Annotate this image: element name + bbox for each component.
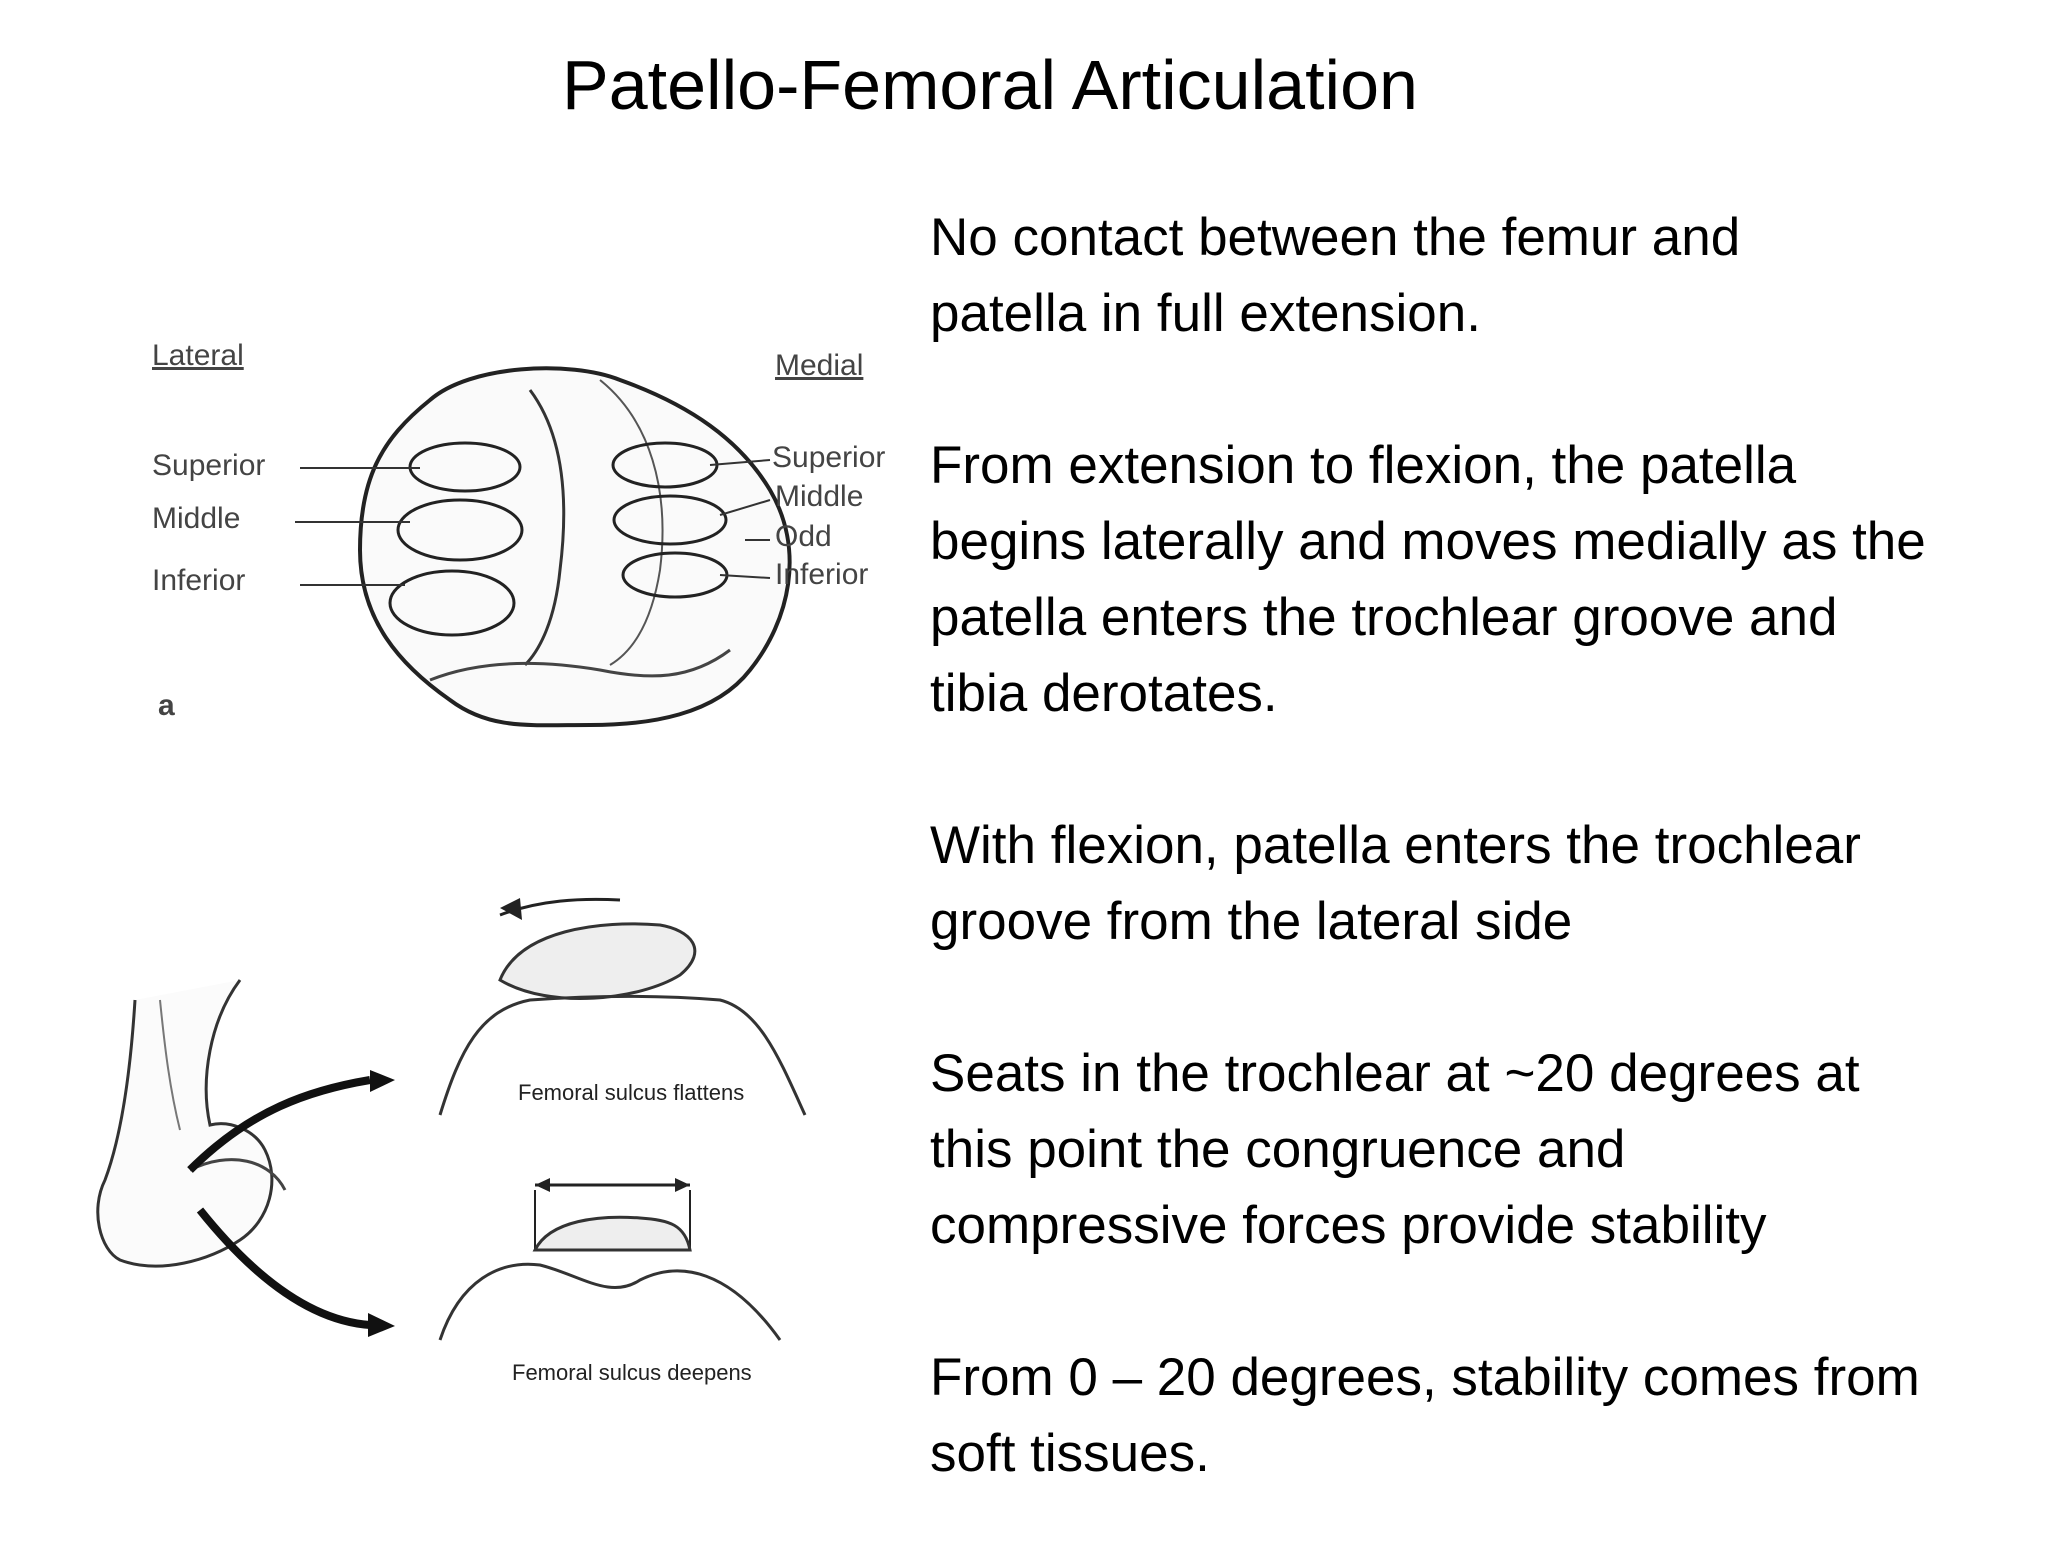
patella-bottom: [532, 1215, 692, 1252]
left-label-superior: Superior: [152, 449, 265, 482]
patella-top: [498, 922, 697, 1000]
right-label-inferior: Inferior: [775, 558, 868, 591]
caption-flattens: Femoral sulcus flattens: [518, 1080, 744, 1105]
patella-outline: [357, 366, 792, 728]
bullet-item: From extension to flexion, the patella b…: [930, 436, 1926, 723]
sulcus-top: [438, 994, 807, 1116]
lateral-label: Lateral: [152, 339, 244, 372]
medial-middle-facet: [612, 494, 728, 546]
medial-label: Medial: [775, 349, 863, 382]
right-label-odd: Odd: [775, 520, 832, 553]
slide-title: Patello-Femoral Articulation: [562, 46, 1418, 124]
lateral-inferior-facet: [388, 569, 516, 637]
left-label-inferior: Inferior: [152, 564, 245, 597]
right-label-middle: Middle: [775, 480, 863, 513]
bullet-list: No contact between the femur and patella…: [930, 200, 2030, 1568]
caption-deepens: Femoral sulcus deepens: [512, 1360, 752, 1385]
bullet-item: With flexion, patella enters the trochle…: [930, 816, 1861, 951]
bullet-item: No contact between the femur and patella…: [930, 208, 1741, 343]
bullet-item: From 0 – 20 degrees, stability comes fro…: [930, 1348, 1920, 1483]
femoral-sulcus-diagram: Femoral sulcus flattens Femoral sulcus d…: [96, 897, 807, 1385]
left-label-middle: Middle: [152, 502, 240, 535]
panel-letter: a: [158, 689, 175, 722]
bullet-item: Seats in the trochlear at ~20 degrees at…: [930, 1044, 1860, 1255]
lateral-middle-facet: [396, 498, 524, 562]
patella-facets-diagram: Lateral Medial Superior Middle Inferior …: [152, 339, 885, 728]
right-label-superior: Superior: [772, 441, 885, 474]
femur-outline: [96, 979, 274, 1268]
sulcus-bottom: [438, 1262, 782, 1341]
